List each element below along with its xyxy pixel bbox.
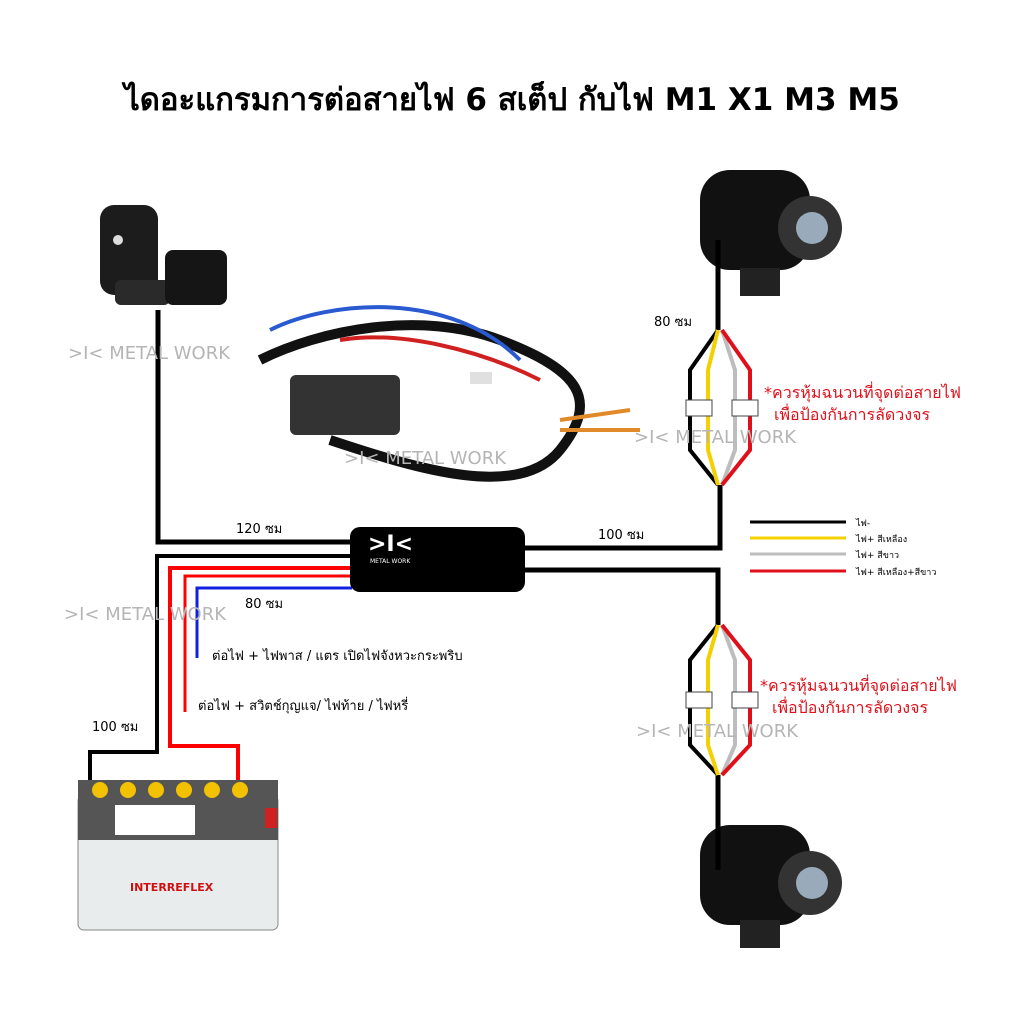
wires: [88, 240, 723, 870]
harness-image: [257, 305, 640, 482]
bottom-lamp-image: [700, 825, 842, 948]
page-title: ไดอะแกรมการต่อสายไฟ 6 สเต็ป กับไฟ M1 X1 …: [124, 82, 900, 118]
warning-top-line1: *ควรหุ้มฉนวนที่จุดต่อสายไฟ: [764, 383, 961, 402]
legend-label: ไฟ+ สีเหลือง: [856, 535, 908, 545]
warning-bottom-line2: เพื่อป้องกันการลัดวงจร: [772, 698, 929, 717]
blue-wire-note: ต่อไฟ + ไฟพาส / แตร เปิดไฟจังหวะกระพริบ: [212, 649, 463, 664]
battery-image: [77, 780, 279, 931]
legend-label: ไฟ+ สีเหลือง+สีขาว: [856, 568, 937, 578]
watermark: >I< METAL WORK: [636, 721, 799, 742]
watermark: >I< METAL WORK: [68, 343, 231, 364]
bottom-splice: [685, 623, 759, 777]
warning-top-line2: เพื่อป้องกันการลัดวงจร: [774, 405, 931, 424]
warning-bottom-line1: *ควรหุ้มฉนวนที่จุดต่อสายไฟ: [760, 676, 957, 695]
watermark: >I< METAL WORK: [634, 427, 797, 448]
lamp-wire-length: 100 ซม: [598, 528, 645, 543]
battery-brand: INTERREFLEX: [130, 881, 214, 894]
battery-wire-length: 100 ซม: [92, 720, 139, 735]
red-wire-note: ต่อไฟ + สวิตช์กุญแจ/ ไฟท้าย / ไฟหรี่: [198, 699, 409, 714]
top-lamp-wire-length: 80 ซม: [654, 315, 693, 330]
watermark: >I< METAL WORK: [344, 448, 507, 469]
controller-logo: >I<: [368, 532, 414, 557]
top-lamp-image: [700, 170, 842, 296]
top-splice: [685, 328, 759, 487]
blue-wire-length: 80 ซม: [245, 597, 284, 612]
controller-brand: METAL WORK: [370, 558, 411, 565]
switch-image: [100, 205, 227, 305]
legend-lines: [750, 520, 846, 573]
legend-label: ไฟ+ สีขาว: [856, 551, 900, 561]
legend-label: ไฟ-: [856, 519, 871, 529]
watermark: >I< METAL WORK: [64, 604, 227, 625]
switch-wire-length: 120 ซม: [236, 522, 283, 537]
controller-box: [350, 527, 525, 592]
